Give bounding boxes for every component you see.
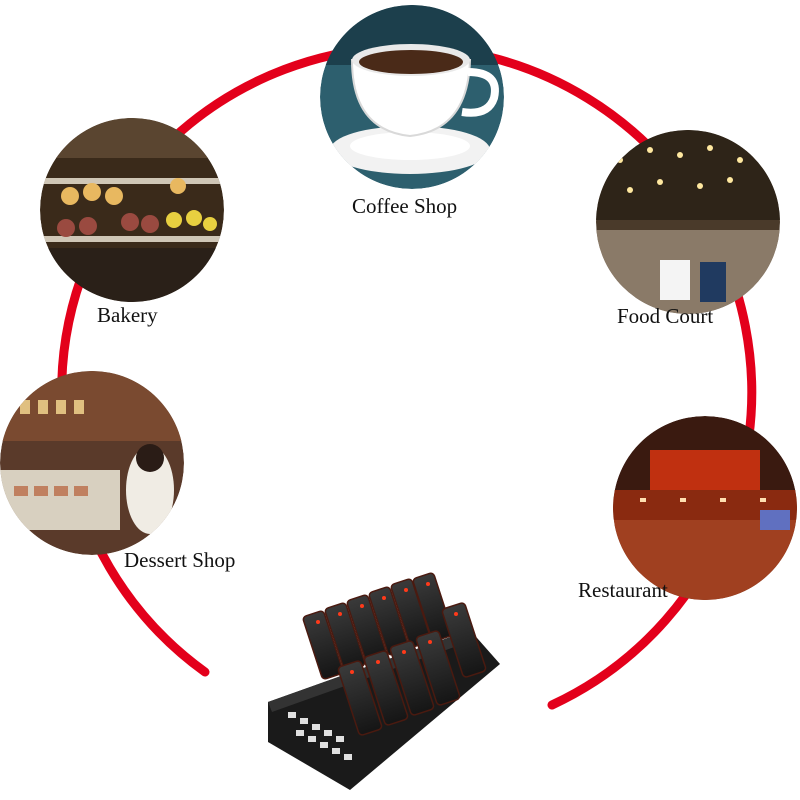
venue-label-restaurant: Restaurant bbox=[578, 578, 668, 602]
food-court-icon bbox=[596, 130, 780, 314]
bakery-display-icon bbox=[40, 118, 224, 302]
venue-label-coffee-shop: Coffee Shop bbox=[352, 194, 458, 218]
dessert-counter-icon bbox=[0, 371, 184, 555]
venue-label-dessert-shop: Dessert Shop bbox=[124, 548, 236, 572]
venue-label-food-court: Food Court bbox=[617, 304, 714, 328]
restaurant-interior-icon bbox=[613, 416, 797, 600]
venue-label-bakery: Bakery bbox=[97, 303, 158, 327]
pager-charging-base-icon bbox=[268, 572, 500, 790]
coffee-cup-icon bbox=[320, 5, 504, 189]
